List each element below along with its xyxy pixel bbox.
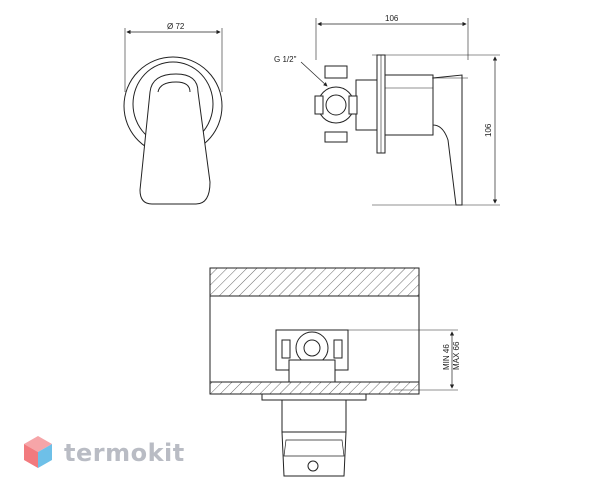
isometric-cube-logo-icon [24, 436, 52, 468]
front-view [123, 28, 223, 205]
valve-body [384, 74, 434, 136]
brand-name: termokit [64, 439, 185, 467]
side-view [300, 18, 500, 206]
installed-lever [281, 431, 347, 477]
height-label: 106 [484, 123, 493, 137]
depth-min-label: MIN 46 [442, 344, 451, 370]
width-label: 106 [385, 14, 399, 23]
watermark: termokit [22, 434, 185, 472]
wall-section-bottom [209, 381, 420, 395]
installation-view [209, 267, 458, 477]
valve-connector [355, 79, 378, 131]
installed-cartridge [281, 399, 347, 433]
depth-max-label: MAX 66 [452, 341, 461, 370]
thread-label: G 1/2" [274, 55, 297, 64]
lever-handle-front [139, 73, 211, 205]
installed-escutcheon [261, 393, 367, 401]
fitting-top [324, 65, 348, 79]
lever-handle-edge [157, 81, 191, 93]
fitting-bottom [324, 131, 348, 143]
lever-handle-side [432, 74, 463, 206]
valve-fitting-inner [325, 94, 347, 116]
wall-section-top [209, 267, 420, 297]
installed-fitting [295, 331, 329, 365]
thread-leader-line [300, 61, 328, 87]
diameter-label: Ø 72 [167, 22, 185, 31]
